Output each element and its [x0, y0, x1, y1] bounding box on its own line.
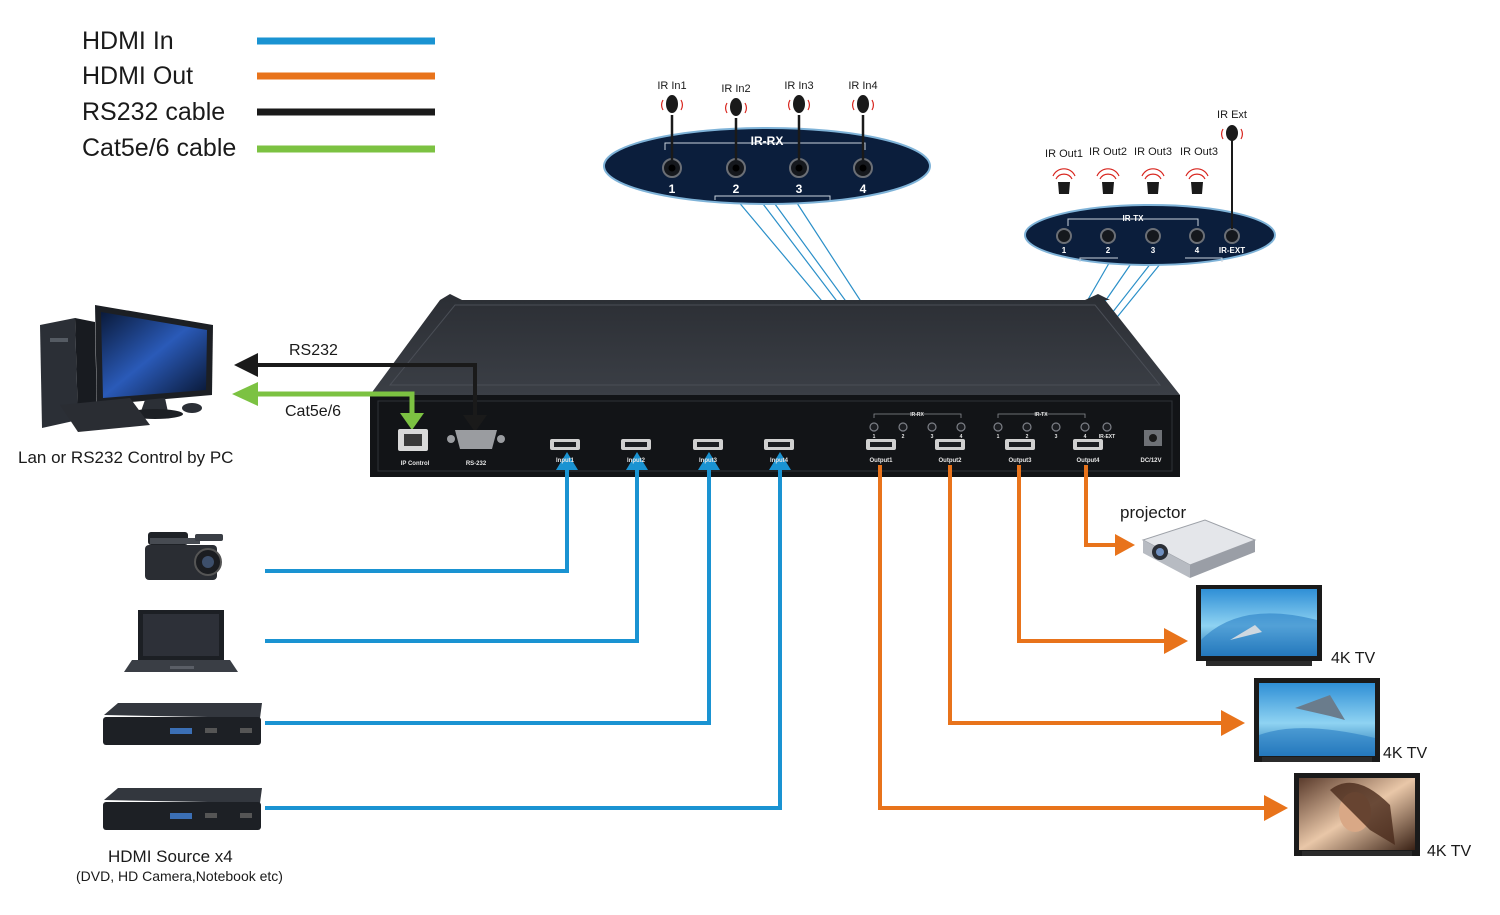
pc-icon — [40, 305, 213, 432]
tv-icon — [1254, 678, 1380, 762]
legend-cat-label: Cat5e/6 cable — [82, 134, 237, 162]
legend-hdmi-in-label: HDMI In — [82, 27, 174, 55]
ir-tx-port-label: 3 — [1151, 246, 1156, 255]
ir-rx-port-label: 2 — [733, 182, 740, 196]
hdmi-out-cables — [878, 465, 1270, 810]
ir-rx-port-label: 4 — [860, 182, 867, 196]
cat5e-cable-label: Cat5e/6 — [285, 403, 342, 420]
projector-icon — [1141, 519, 1257, 578]
ir-in-label: IR In3 — [784, 80, 813, 92]
tv-label: 4K TV — [1427, 843, 1472, 860]
output-label: Output3 — [1009, 458, 1033, 464]
bluray-player-icon — [103, 788, 262, 830]
panel-rx-number: 4 — [960, 434, 963, 440]
tv-icon — [1294, 773, 1420, 856]
cat5e-cable — [232, 382, 424, 430]
ir-rx-port-label: 1 — [669, 182, 676, 196]
panel-ir-rx-label: IR-RX — [910, 412, 924, 418]
output-label: Output1 — [870, 458, 894, 464]
panel-rx-number: 1 — [873, 434, 876, 440]
rs232-port — [455, 430, 497, 449]
sources-subcaption: (DVD, HD Camera,Notebook etc) — [76, 868, 283, 884]
panel-ir-tx-label: IR-TX — [1034, 412, 1048, 418]
device-top — [370, 300, 1180, 395]
input-label: Input3 — [699, 458, 718, 464]
rack-ear-right — [1085, 294, 1110, 300]
ir-emitter-icon — [1141, 168, 1165, 194]
ir-sensor-icon — [788, 95, 810, 113]
ir-tx-port-label: 2 — [1106, 246, 1111, 255]
ir-sensor-icon — [725, 98, 747, 116]
ir-rx-labels: IR-RX 1 2 3 4 — [669, 134, 867, 196]
panel-tx-number: 1 — [997, 434, 1000, 440]
tv-label: 4K TV — [1331, 650, 1376, 667]
input-label: Input2 — [627, 458, 646, 464]
ir-tx-port-label: 1 — [1062, 246, 1067, 255]
rs232-cable-label: RS232 — [289, 342, 338, 359]
ir-out-label: IR Out2 — [1089, 146, 1127, 158]
rack-ear-left — [440, 294, 462, 300]
ir-out-label: IR Out3 — [1180, 146, 1218, 158]
ir-in-label: IR In2 — [721, 83, 750, 95]
legend-rs232-label: RS232 cable — [82, 98, 226, 126]
ir-sensor-labels: IR In1 IR In2 IR In3 IR In4 — [657, 80, 877, 95]
camcorder-icon — [145, 532, 223, 580]
panel-rx-number: 3 — [931, 434, 934, 440]
ir-emitter-icon — [1096, 168, 1120, 194]
ir-sensor-icon — [661, 95, 683, 113]
matrix-switcher-device — [370, 294, 1180, 477]
panel-tx-number: 4 — [1084, 434, 1087, 440]
input-label: Input4 — [770, 458, 789, 464]
front-panel-labels: IP Control RS-232 Input1 Input2 Input3 I… — [401, 412, 1162, 467]
panel-tx-number: 3 — [1055, 434, 1058, 440]
legend-hdmi-out-label: HDMI Out — [82, 62, 194, 90]
input-label: Input1 — [556, 458, 575, 464]
ir-emitters — [1052, 125, 1243, 194]
ir-tx-port-label: 4 — [1195, 246, 1200, 255]
laptop-icon — [124, 610, 238, 672]
legend-lines — [257, 37, 435, 153]
rs232-cable — [234, 353, 487, 432]
ir-emitter-icon — [1052, 168, 1076, 194]
ir-ext-sensor-icon — [1221, 125, 1243, 141]
ip-control-label: IP Control — [401, 461, 430, 467]
bluray-player-icon — [103, 703, 262, 745]
ir-out-label: IR Out1 — [1045, 148, 1083, 160]
panel-rx-number: 2 — [902, 434, 905, 440]
ir-rx-port-label: 3 — [796, 182, 803, 196]
ir-tx-labels: IR-TX 1 2 3 4 IR-EXT — [1062, 214, 1245, 255]
ir-tx-title: IR-TX — [1123, 214, 1145, 223]
ir-out-label: IR Out3 — [1134, 146, 1172, 158]
hdmi-in-cables — [265, 468, 782, 810]
ir-receiver-sensors — [661, 95, 874, 116]
ir-emitter-labels: IR Out1 IR Out2 IR Out3 IR Out3 IR Ext — [1045, 109, 1247, 160]
ir-emitter-icon — [1185, 168, 1209, 194]
ir-in-label: IR In4 — [848, 80, 877, 92]
ir-in-label: IR In1 — [657, 80, 686, 92]
ir-ext-label: IR Ext — [1217, 109, 1247, 121]
output-label: Output2 — [939, 458, 963, 464]
output-label: Output4 — [1077, 458, 1101, 464]
hdmi-in-arrowheads — [556, 452, 791, 470]
sources-caption: HDMI Source x4 — [108, 847, 233, 866]
pc-caption: Lan or RS232 Control by PC — [18, 448, 234, 467]
tv-icon — [1196, 585, 1322, 666]
panel-ir-ext-label: IR-EXT — [1099, 434, 1115, 440]
projector-label: projector — [1120, 503, 1187, 522]
ir-rx-title: IR-RX — [751, 134, 784, 148]
tv-label: 4K TV — [1383, 745, 1428, 762]
hdmi-out-arrowheads — [1115, 534, 1288, 821]
dc-label: DC/12V — [1140, 458, 1161, 464]
ir-tx-bubble — [1024, 125, 1276, 266]
ir-sensor-icon — [852, 95, 874, 113]
rs232-port-label: RS-232 — [466, 461, 487, 467]
front-panel-ports — [398, 413, 1162, 451]
ir-rx-bubble — [603, 95, 931, 205]
panel-tx-number: 2 — [1026, 434, 1029, 440]
ir-tx-port-label: IR-EXT — [1219, 246, 1245, 255]
